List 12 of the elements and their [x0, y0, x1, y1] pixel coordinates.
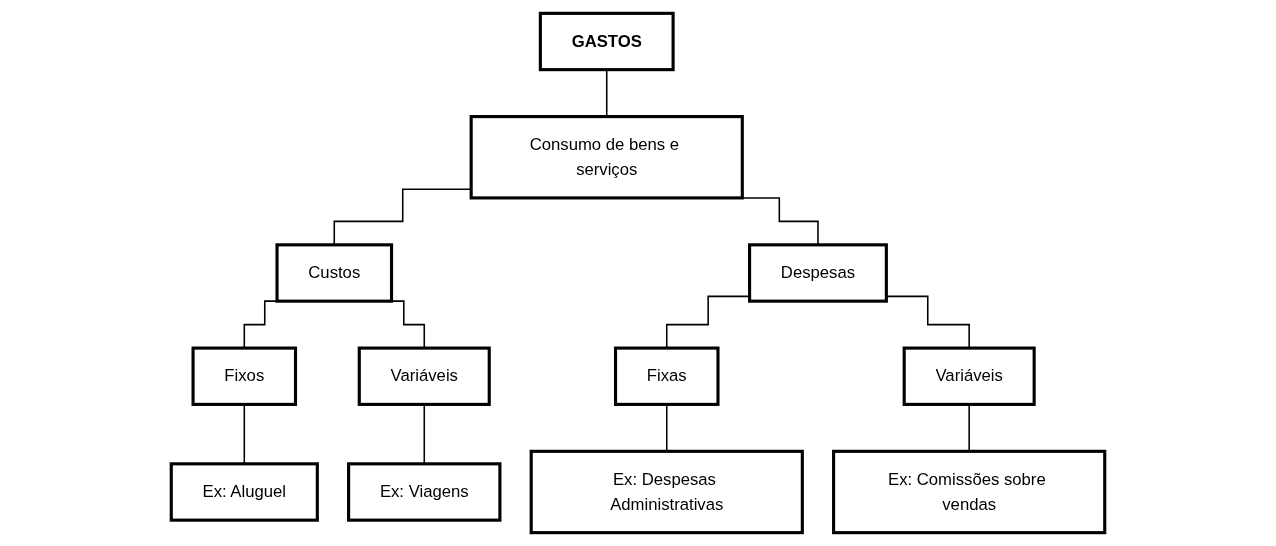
- node-box: Consumo de bens e serviços: [469, 115, 744, 200]
- node-box: Custos: [275, 243, 394, 303]
- node-box: Variáveis: [902, 346, 1036, 406]
- node-box: GASTOS: [538, 11, 675, 72]
- node-box: Variáveis: [357, 346, 491, 406]
- node-box: Ex: Aluguel: [169, 462, 319, 522]
- node-box: Fixos: [191, 346, 298, 406]
- node-box: Ex: Viagens: [347, 462, 502, 522]
- node-box: Despesas: [748, 243, 888, 303]
- node-box: Ex: Comissões sobre vendas: [832, 449, 1107, 535]
- node-box: Fixas: [613, 346, 720, 406]
- node-box: Ex: Despesas Administrativas: [529, 449, 804, 535]
